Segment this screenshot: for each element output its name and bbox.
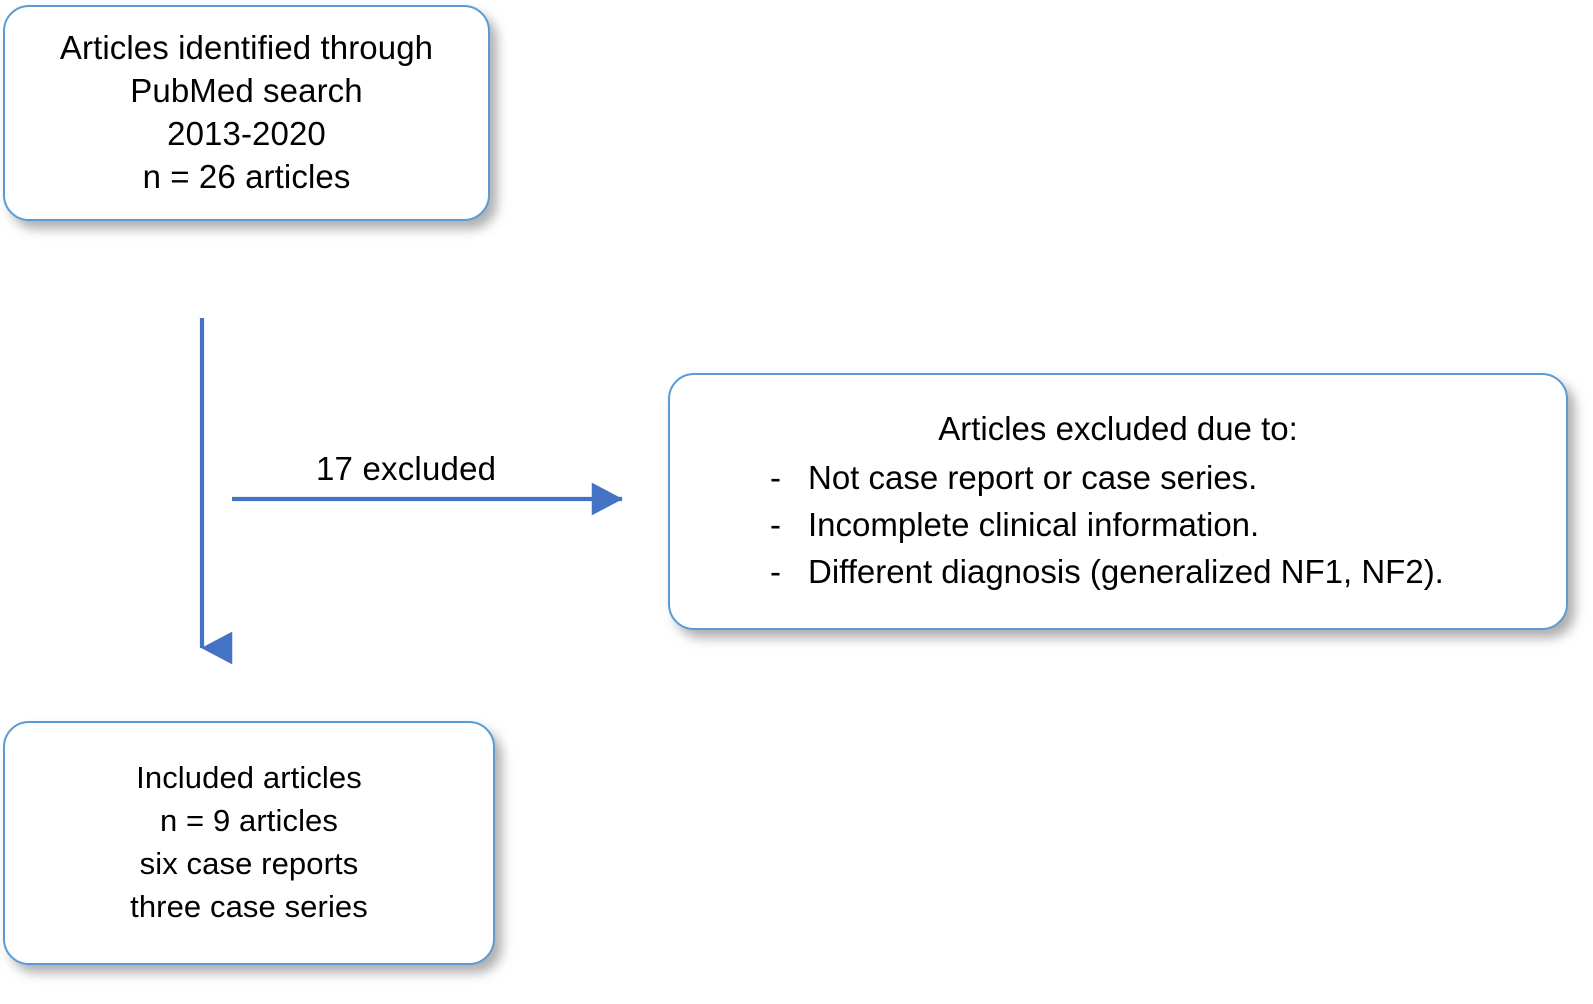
box-articles-excluded: Articles excluded due to: - Not case rep… <box>668 373 1568 630</box>
included-line-2: n = 9 articles <box>159 803 338 839</box>
identified-line-1: Articles identified through <box>59 29 434 67</box>
edge-label-17-excluded: 17 excluded <box>316 450 497 487</box>
excluded-reason-item: - Different diagnosis (generalized NF1, … <box>670 549 1566 596</box>
excluded-reason-list: - Not case report or case series. - Inco… <box>670 455 1566 596</box>
box-articles-included: Included articles n = 9 articles six cas… <box>3 721 495 965</box>
box-articles-identified: Articles identified through PubMed searc… <box>3 5 490 221</box>
identified-line-4: n = 26 articles <box>142 157 351 195</box>
bullet-dash-icon: - <box>770 505 781 543</box>
included-line-1: Included articles <box>136 760 362 796</box>
excluded-reason-item: - Not case report or case series. <box>670 455 1566 502</box>
included-line-3: six case reports <box>139 846 359 881</box>
bullet-dash-icon: - <box>770 552 781 590</box>
bullet-dash-icon: - <box>770 458 781 496</box>
identified-line-3: 2013-2020 <box>167 115 326 152</box>
excluded-reason-text-1: Not case report or case series. <box>808 458 1258 496</box>
excluded-reason-item: - Incomplete clinical information. <box>670 502 1566 549</box>
included-line-4: three case series <box>130 888 368 924</box>
excluded-title: Articles excluded due to: <box>938 410 1298 448</box>
excluded-reason-text-3: Different diagnosis (generalized NF1, NF… <box>808 552 1444 590</box>
identified-line-2: PubMed search <box>130 72 363 110</box>
excluded-reason-text-2: Incomplete clinical information. <box>808 505 1260 543</box>
